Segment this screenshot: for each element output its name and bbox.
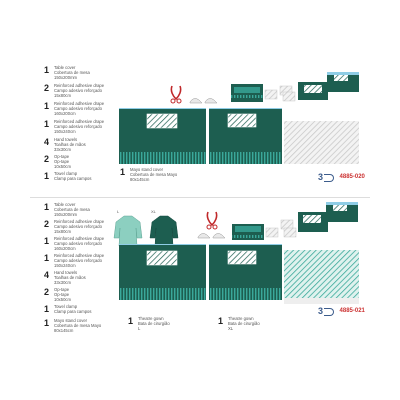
- table-cover: [284, 121, 359, 164]
- folded-drapes-icon: [298, 202, 358, 232]
- towel-clamp-icon: [206, 211, 218, 230]
- reinforced-drape-1: [119, 244, 206, 300]
- gown-xl-icon: [149, 215, 179, 247]
- reinforced-drape-2: [209, 244, 282, 300]
- reinforced-drape-2: [209, 108, 282, 164]
- mayo-stand-cover: [284, 250, 359, 298]
- gown-size-label-xl: XL: [151, 209, 156, 214]
- kit-illustration: [113, 202, 359, 304]
- gown-l-icon: [113, 215, 143, 247]
- folded-drapes-icon: [298, 72, 359, 100]
- hand-towels-icon: [265, 219, 297, 238]
- adhesive-drape-small: [232, 224, 264, 240]
- divider: [30, 197, 370, 198]
- brand-mark: 3 4885-021: [318, 306, 365, 316]
- op-tape-icon: [197, 233, 226, 239]
- reinforced-drape-1: [119, 108, 206, 164]
- brand-mark: 3 4885-020: [318, 172, 365, 182]
- kit-illustration: [119, 72, 359, 164]
- towel-clamp-icon: [170, 85, 182, 104]
- adhesive-drape-small: [231, 84, 263, 102]
- op-tape-icon: [189, 98, 218, 104]
- table-cover: [284, 298, 359, 304]
- product-code: 4885-020: [339, 174, 365, 180]
- hand-towels-icon: [264, 85, 296, 102]
- product-code: 4885-021: [339, 308, 365, 314]
- gown-size-label-l: L: [117, 209, 120, 214]
